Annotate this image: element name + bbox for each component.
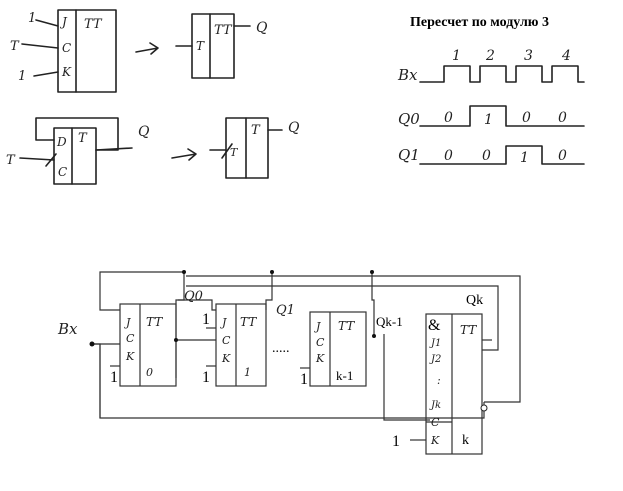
jk-input-j: 1 (28, 11, 36, 26)
ff1-j-input: 1 (202, 311, 210, 328)
d-flipflop-box (19, 117, 133, 185)
jk-pin-c: C (62, 41, 71, 55)
ff1-pin-j: J (220, 316, 227, 329)
jk-input-wires (21, 19, 59, 77)
pulse-number-4: 4 (561, 48, 571, 64)
jk-pin-j: J (59, 15, 68, 29)
q1-value-4: 0 (558, 148, 567, 164)
d-name: T (78, 131, 88, 146)
q1-value-3: 1 (520, 150, 529, 166)
counter-input-label: Bx (57, 320, 78, 338)
ffk-output-label: Qk (466, 293, 483, 308)
arrow-icon (135, 42, 159, 55)
counter-ellipsis: ..... (272, 341, 290, 356)
junction-dots (89, 270, 488, 412)
timing-q0-label: Q0 (398, 110, 420, 128)
ffk-pin-jk: Jk (429, 400, 441, 411)
ff0-k-input: 1 (110, 369, 118, 386)
q1-value-2: 0 (482, 148, 491, 164)
jk-input-k: 1 (18, 69, 26, 84)
ff0-output-label: Q0 (184, 289, 203, 304)
ffk1-index: k-1 (336, 368, 353, 383)
ffk-pin-k: K (430, 434, 440, 447)
jk-equiv-pin: T (196, 39, 205, 53)
q1-waveform (419, 145, 585, 165)
ffk1-pin-k: K (315, 352, 325, 365)
q1-value-1: 0 (444, 148, 453, 164)
ff0-name: TT (146, 315, 163, 329)
ff0-index: 0 (146, 366, 153, 379)
ffk-pin-j2: J2 (429, 354, 441, 365)
jk-pin-k: K (61, 65, 72, 79)
pulse-number-2: 2 (485, 48, 495, 64)
jk-equiv-box (175, 13, 251, 79)
jk-name: TT (84, 17, 103, 32)
ffk-name: TT (460, 323, 477, 337)
d-equiv-name: T (251, 123, 261, 138)
ffk1-k-input: 1 (300, 371, 308, 388)
ffk1-pin-c: C (316, 336, 325, 349)
ffk1-output-label: Qk-1 (376, 314, 403, 329)
clock-waveform (419, 65, 585, 83)
d-pin-d: D (56, 135, 67, 149)
ffk1-pin-j: J (314, 320, 321, 333)
jk-equiv-output: Q (256, 20, 268, 36)
d-equiv-box (209, 117, 283, 179)
ffk-k-input: 1 (392, 433, 400, 450)
ffk-pin-j1: J1 (429, 338, 441, 349)
ff0-pin-k: K (125, 350, 135, 363)
ffk-pin-dots: : (437, 374, 441, 387)
counter-ff0-box (110, 303, 177, 387)
ffk-pin-c: C (431, 416, 440, 429)
q0-value-2: 1 (484, 112, 493, 128)
jk-equiv-name: TT (214, 23, 233, 38)
counter-ffk1-box (300, 311, 367, 387)
d-input-t: T (6, 153, 16, 168)
q0-value-1: 0 (444, 110, 453, 126)
d-pin-c: C (58, 165, 67, 179)
timing-clock-label: Bx (397, 66, 418, 84)
jk-flipflop-box (57, 9, 117, 93)
ff1-pin-k: K (221, 352, 231, 365)
q0-waveform (419, 105, 585, 127)
feedback-wires (92, 271, 521, 421)
ff1-name: TT (240, 315, 257, 329)
ff0-pin-c: C (126, 332, 135, 345)
ff1-index: 1 (244, 366, 251, 379)
ffk-and-symbol: & (428, 317, 441, 334)
ffk1-name: TT (338, 319, 355, 333)
page-title: Пересчет по модулю 3 (410, 15, 549, 30)
counter-ffk-box (410, 313, 492, 455)
ff1-k-input: 1 (202, 369, 210, 386)
d-output: Q (138, 124, 150, 140)
ff0-pin-j: J (124, 316, 131, 329)
pulse-number-3: 3 (524, 48, 533, 64)
ff1-pin-c: C (222, 334, 231, 347)
d-equiv-output: Q (288, 120, 300, 136)
ff1-output-label: Q1 (276, 303, 295, 318)
timing-q1-label: Q1 (398, 146, 420, 164)
d-equiv-pin: T (230, 146, 239, 159)
q0-value-4: 0 (558, 110, 567, 126)
jk-input-t: T (10, 39, 20, 54)
counter-ff1-box (176, 303, 267, 387)
q0-value-3: 0 (522, 110, 531, 126)
arrow-icon (171, 148, 197, 161)
pulse-number-1: 1 (452, 48, 461, 64)
ffk-index: k (462, 433, 469, 448)
